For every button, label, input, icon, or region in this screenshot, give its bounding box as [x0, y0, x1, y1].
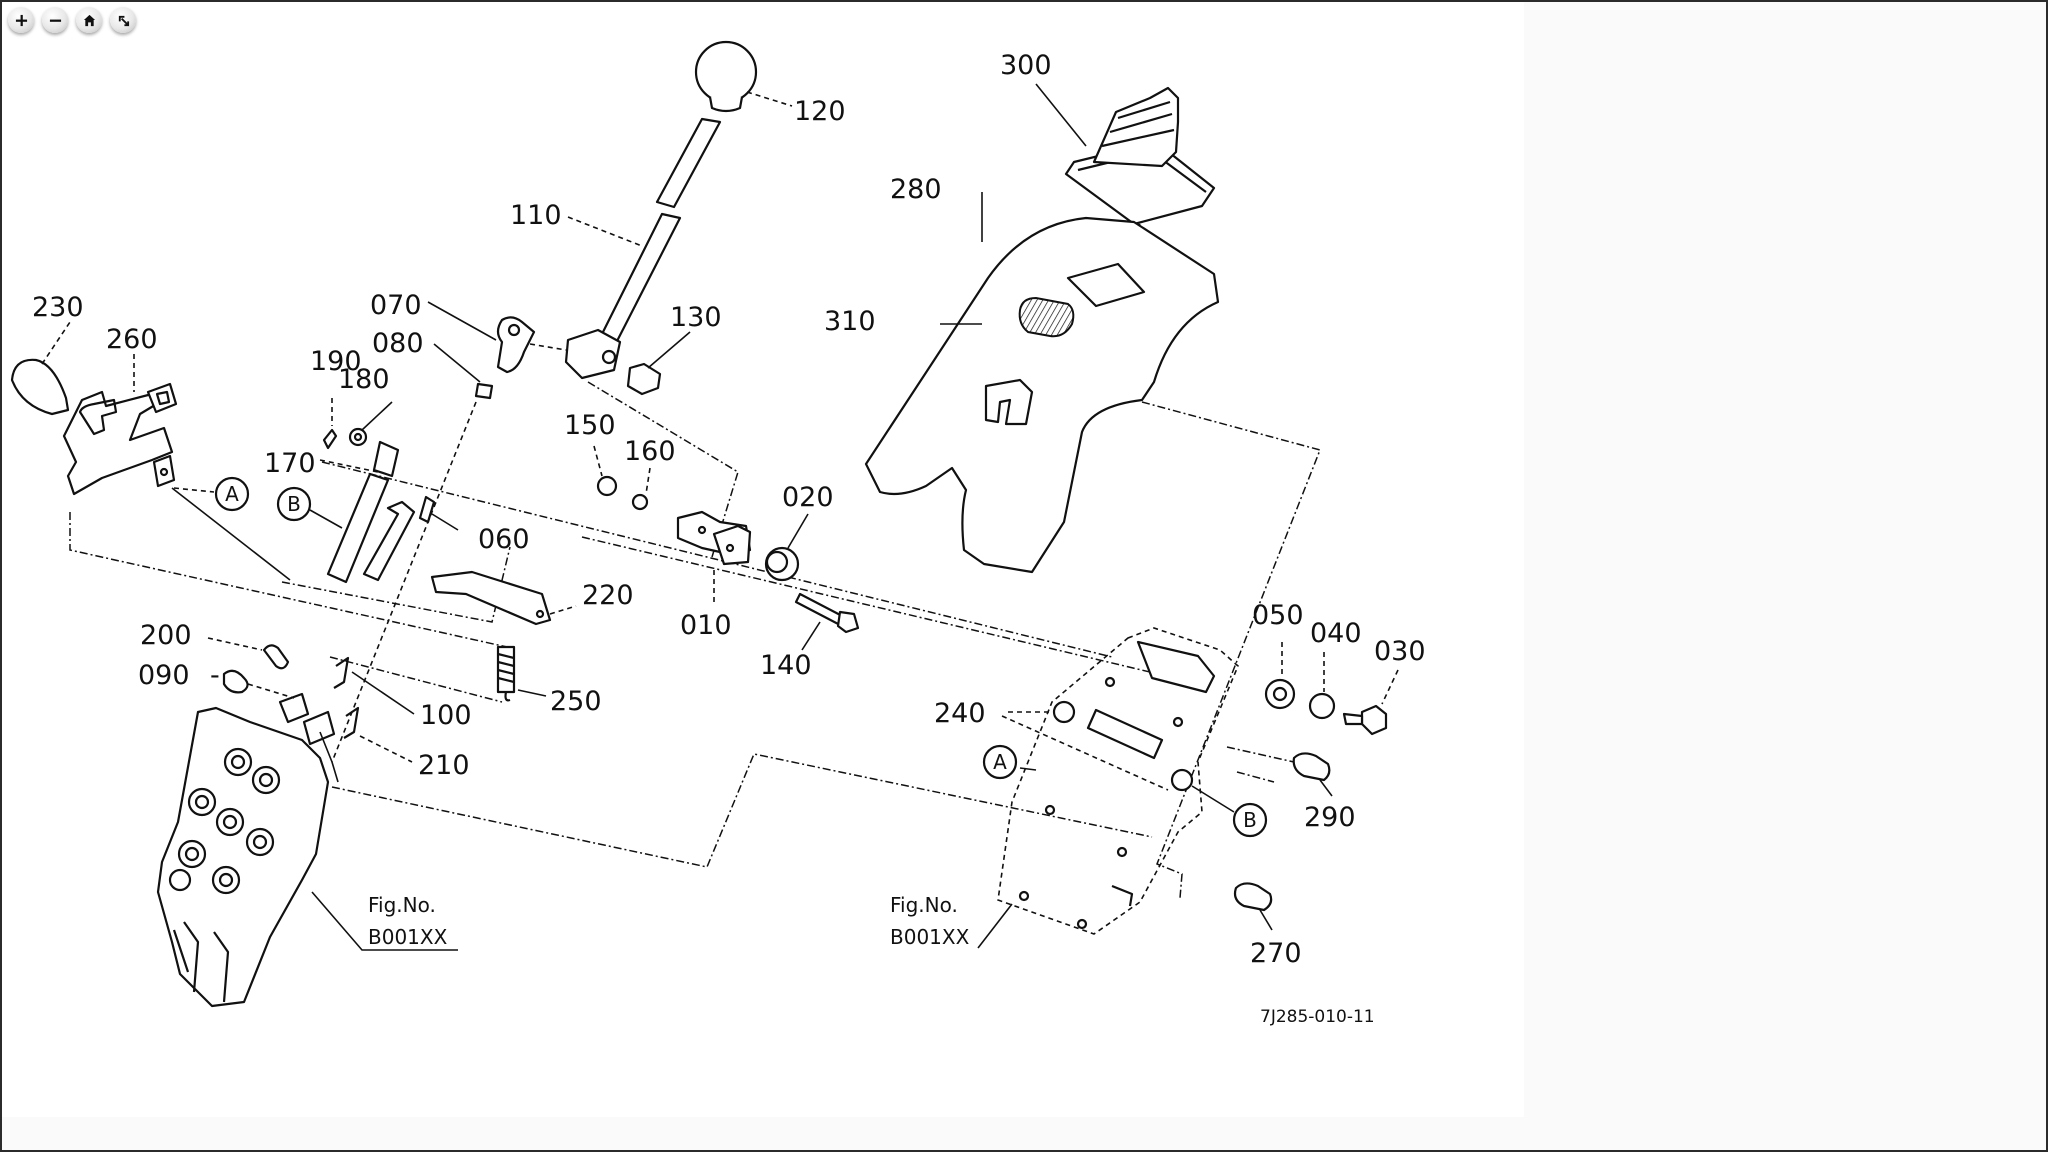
zoom-in-button[interactable] [8, 7, 34, 33]
svg-text:B: B [287, 492, 301, 516]
label-210[interactable]: 210 [418, 750, 470, 781]
part-130-bushing[interactable] [529, 328, 691, 396]
label-140[interactable]: 140 [760, 650, 812, 681]
fit-screen-icon [118, 15, 129, 26]
fig-ref-right[interactable]: Fig.No. B001XX [890, 893, 1013, 949]
part-250-spring[interactable] [496, 645, 547, 702]
home-button[interactable] [76, 7, 102, 33]
part-210-clip[interactable] [343, 706, 413, 763]
fig-ref-left[interactable]: Fig.No. B001XX [311, 891, 458, 951]
part-200-pin[interactable] [207, 637, 290, 670]
part-300-boot[interactable] [1035, 83, 1216, 283]
part-270-bolt[interactable] [1233, 882, 1273, 931]
label-060[interactable]: 060 [478, 524, 530, 555]
part-230-grip[interactable] [10, 321, 71, 416]
svg-text:A: A [225, 482, 239, 506]
label-130[interactable]: 130 [670, 302, 722, 333]
part-100-clip[interactable] [333, 656, 415, 715]
label-090-dash: - [210, 660, 220, 691]
label-010[interactable]: 010 [680, 610, 732, 641]
part-labels: 120 110 130 300 280 310 230 260 070 080 … [32, 50, 1426, 969]
zoom-out-button[interactable] [42, 7, 68, 33]
label-250[interactable]: 250 [550, 686, 602, 717]
label-230[interactable]: 230 [32, 292, 84, 323]
svg-text:B: B [1243, 808, 1257, 832]
label-170[interactable]: 170 [264, 448, 316, 479]
callout-b-right[interactable]: B [1191, 785, 1268, 838]
assembly-lines [69, 381, 1322, 899]
label-050[interactable]: 050 [1252, 600, 1304, 631]
label-180[interactable]: 180 [338, 364, 390, 395]
part-090-pin[interactable] [222, 669, 295, 699]
svg-text:Fig.No.: Fig.No. [890, 893, 958, 917]
label-310[interactable]: 310 [824, 306, 876, 337]
label-040[interactable]: 040 [1310, 618, 1362, 649]
label-280[interactable]: 280 [890, 174, 942, 205]
minus-icon [49, 19, 61, 22]
part-040-washer[interactable] [1308, 652, 1336, 720]
label-030[interactable]: 030 [1374, 636, 1426, 667]
svg-text:Fig.No.: Fig.No. [368, 893, 436, 917]
part-260-guide-plate[interactable] [62, 354, 291, 581]
plus-icon [15, 14, 27, 26]
label-070[interactable]: 070 [370, 290, 422, 321]
part-290-bolt[interactable] [1292, 752, 1333, 797]
label-160[interactable]: 160 [624, 436, 676, 467]
part-140-bolt[interactable] [794, 592, 860, 651]
callout-a-right[interactable]: A [982, 744, 1037, 780]
label-150[interactable]: 150 [564, 410, 616, 441]
control-valve-body[interactable] [156, 692, 339, 1008]
label-290[interactable]: 290 [1304, 802, 1356, 833]
callout-b-left[interactable]: B [276, 486, 343, 529]
part-010-joint[interactable] [676, 510, 752, 602]
drawing-number: 7J285-010-11 [1260, 1007, 1375, 1027]
part-160-washer[interactable] [631, 467, 651, 511]
label-110[interactable]: 110 [510, 200, 562, 231]
label-090[interactable]: 090 [138, 660, 190, 691]
part-030-bolt[interactable] [1342, 669, 1399, 736]
label-270[interactable]: 270 [1250, 938, 1302, 969]
home-icon [83, 14, 95, 26]
right-bracket-plate[interactable] [997, 627, 1239, 935]
label-200[interactable]: 200 [140, 620, 192, 651]
part-150-nut[interactable] [593, 445, 618, 497]
part-220-arm[interactable] [430, 570, 577, 626]
part-170-bracket[interactable] [319, 398, 416, 584]
label-100[interactable]: 100 [420, 700, 472, 731]
diagram-canvas[interactable]: A B A B 120 110 130 [2, 2, 1524, 1117]
fit-screen-button[interactable] [110, 7, 136, 33]
part-280-cover[interactable] [864, 192, 1220, 574]
svg-text:B001XX: B001XX [368, 925, 448, 949]
zoom-controls [8, 7, 136, 33]
part-070-clevis[interactable] [427, 301, 536, 400]
part-240-bushing[interactable] [1001, 700, 1194, 792]
label-190[interactable]: 190 [310, 346, 362, 377]
label-300[interactable]: 300 [1000, 50, 1052, 81]
part-060-rod[interactable] [331, 401, 477, 763]
part-020-bushing[interactable] [764, 513, 809, 582]
parts-diagram: A B A B 120 110 130 [10, 40, 1426, 1027]
part-050-washer[interactable] [1264, 642, 1296, 710]
label-120[interactable]: 120 [794, 96, 846, 127]
part-120-knob[interactable] [694, 40, 793, 113]
svg-text:B001XX: B001XX [890, 925, 970, 949]
label-220[interactable]: 220 [582, 580, 634, 611]
callout-a-left[interactable]: A [173, 476, 250, 512]
svg-text:A: A [993, 750, 1007, 774]
label-080[interactable]: 080 [372, 328, 424, 359]
label-260[interactable]: 260 [106, 324, 158, 355]
label-240[interactable]: 240 [934, 698, 986, 729]
label-020[interactable]: 020 [782, 482, 834, 513]
